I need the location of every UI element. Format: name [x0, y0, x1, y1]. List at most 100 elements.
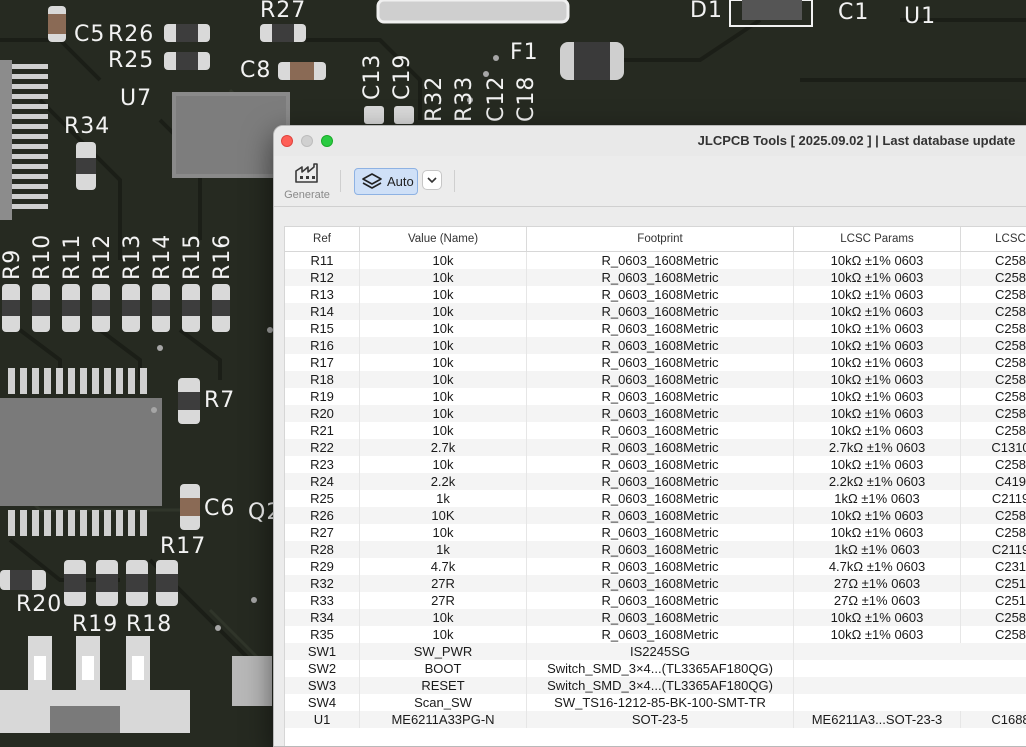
- cell-lcsc: C258: [961, 337, 1026, 354]
- pcb-label: R34: [64, 114, 111, 139]
- cell-lcsc: C258: [961, 303, 1026, 320]
- cell-value: 1k: [360, 490, 527, 507]
- pcb-label: R33: [452, 75, 477, 122]
- pcb-label: D1: [690, 0, 723, 23]
- cell-ref: R35: [285, 626, 360, 643]
- cell-ref: R19: [285, 388, 360, 405]
- cell-ref: R25: [285, 490, 360, 507]
- toolbar-separator: [454, 170, 455, 192]
- cell-lcsc-params: 10kΩ ±1% 0603: [794, 456, 961, 473]
- cell-lcsc-params: 10kΩ ±1% 0603: [794, 252, 961, 269]
- cell-lcsc: C258: [961, 609, 1026, 626]
- column-header-lcsc[interactable]: LCSC: [961, 227, 1026, 251]
- cell-value: 4.7k: [360, 558, 527, 575]
- generate-button[interactable]: Generate: [282, 162, 332, 204]
- column-header-ref[interactable]: Ref: [285, 227, 360, 251]
- pcb-label: R7: [204, 388, 236, 413]
- cell-footprint: R_0603_1608Metric: [527, 371, 794, 388]
- cell-value: 10k: [360, 422, 527, 439]
- cell-ref: R23: [285, 456, 360, 473]
- cell-value: 10k: [360, 337, 527, 354]
- cell-ref: R20: [285, 405, 360, 422]
- cell-ref: R22: [285, 439, 360, 456]
- cell-footprint: R_0603_1608Metric: [527, 320, 794, 337]
- cell-ref: R13: [285, 286, 360, 303]
- cell-footprint: R_0603_1608Metric: [527, 575, 794, 592]
- cell-ref: R17: [285, 354, 360, 371]
- cell-ref: R18: [285, 371, 360, 388]
- column-header-value[interactable]: Value (Name): [360, 227, 527, 251]
- toolbar: Generate Auto: [274, 156, 1026, 207]
- pcb-label: C12: [484, 75, 509, 122]
- cell-value: 10k: [360, 354, 527, 371]
- zoom-window-button[interactable]: [321, 135, 333, 147]
- cell-value: 2.7k: [360, 439, 527, 456]
- cell-footprint: R_0603_1608Metric: [527, 252, 794, 269]
- cell-footprint: SW_TS16-1212-85-BK-100-SMT-TR: [527, 694, 794, 711]
- cell-value: BOOT: [360, 660, 527, 677]
- cell-value: 10k: [360, 320, 527, 337]
- close-window-button[interactable]: [281, 135, 293, 147]
- cell-footprint: R_0603_1608Metric: [527, 269, 794, 286]
- auto-dropdown-button[interactable]: [422, 170, 442, 190]
- cell-footprint: R_0603_1608Metric: [527, 541, 794, 558]
- cell-lcsc-params: 10kΩ ±1% 0603: [794, 609, 961, 626]
- cell-ref: R21: [285, 422, 360, 439]
- cell-value: 10k: [360, 286, 527, 303]
- pcb-label: C13: [360, 53, 385, 100]
- cell-value: 2.2k: [360, 473, 527, 490]
- column-header-footprint[interactable]: Footprint: [527, 227, 794, 251]
- pcb-label: R12: [90, 233, 115, 280]
- cell-value: 10k: [360, 609, 527, 626]
- pcb-label: R19: [72, 612, 119, 637]
- column-header-lcsc-params[interactable]: LCSC Params: [794, 227, 961, 251]
- cell-lcsc: C231: [961, 558, 1026, 575]
- cell-ref: R11: [285, 252, 360, 269]
- minimize-window-button[interactable]: [301, 135, 313, 147]
- auto-button-label: Auto: [387, 174, 414, 189]
- cell-value: 10k: [360, 456, 527, 473]
- cell-ref: R34: [285, 609, 360, 626]
- cell-footprint: R_0603_1608Metric: [527, 558, 794, 575]
- cell-lcsc-params: 10kΩ ±1% 0603: [794, 303, 961, 320]
- title-bar[interactable]: JLCPCB Tools [ 2025.09.02 ] | Last datab…: [274, 126, 1026, 156]
- pcb-label: C19: [390, 53, 415, 100]
- auto-layers-button[interactable]: Auto: [354, 168, 418, 195]
- cell-footprint: R_0603_1608Metric: [527, 473, 794, 490]
- factory-icon: [295, 163, 318, 183]
- cell-lcsc: C258: [961, 524, 1026, 541]
- pcb-label: R18: [126, 612, 173, 637]
- pcb-label: R20: [16, 592, 63, 617]
- cell-lcsc: C258: [961, 405, 1026, 422]
- cell-value: 10k: [360, 405, 527, 422]
- pcb-label: R11: [60, 233, 85, 280]
